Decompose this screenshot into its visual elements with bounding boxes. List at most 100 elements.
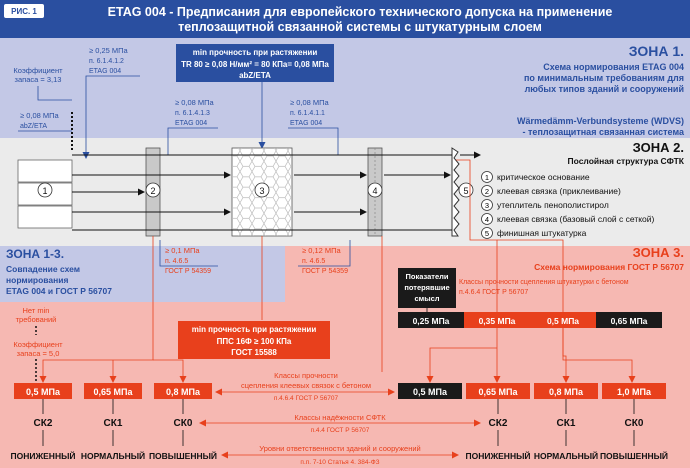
zone3-background-right [285,246,690,306]
legend-circle-2 [481,185,493,197]
etag-box-line2: TR 80 ≥ 0,08 Н/мм² = 80 КПа= 0,08 МПа [181,60,329,69]
legend-circle-1 [481,171,493,183]
coef5-line1: Коэффициент [13,340,63,349]
left-level-2: НОРМАЛЬНЫЙ [81,450,145,461]
right-value-1: 0,5 МПа [413,387,448,397]
zone3-subtitle: Схема нормирования ГОСТ Р 56707 [534,262,684,272]
plaster-red-line-a [456,159,498,312]
right-value-box-1 [398,383,462,399]
zone13-desc-line3: ETAG 004 и ГОСТ Р 56707 [6,286,112,296]
layer5-circle [458,182,474,198]
right-08-line2: п. 6.1.4.1.1 [290,110,325,117]
left-adh-to-val-3 [153,359,187,383]
zone3-title: ЗОНА 3. [633,245,684,260]
zone1-desc-line3: любых типов зданий и сооружений [525,84,684,94]
right-012-line3: ГОСТ Р 54359 [302,268,348,275]
right-level-2: НОРМАЛЬНЫЙ [534,450,598,461]
right-value-box-4 [602,383,666,399]
legend-num-1: 1 [485,173,489,182]
etag-min-strength-box [176,44,334,82]
reliability-line2: п.4.4 ГОСТ Р 56707 [311,427,370,434]
right-class-1: СК2 [489,418,508,429]
responsibility-line1: Уровни ответственности зданий и сооружен… [259,444,420,453]
left-class-2: СК1 [104,418,123,429]
top-025-arrow [82,75,140,159]
layer2-circle [145,182,161,198]
layer1-circle [37,182,53,198]
legend-num-4: 4 [485,215,489,224]
coef5-line2: запаса = 5,0 [17,349,60,358]
wdvs-line1: Wärmedämm-Verbundsysteme (WDVS) [517,116,684,126]
mid-08-line2: п. 6.1.4.1.3 [175,110,210,117]
legend-circle-4 [481,213,493,225]
right-level-1: ПОНИЖЕННЫЙ [465,450,530,461]
indicators-line2: потерявшие [404,283,449,292]
legend-num-2: 2 [485,187,489,196]
plaster-classes-line2: п.4.6.4 ГОСТ Р 56707 [459,289,528,296]
right-value-3: 0,8 МПа [549,387,584,397]
right-level-3: ПОВЫШЕННЫЙ [600,450,668,461]
right-08-leader [288,127,339,155]
right-value-4: 1,0 МПа [617,387,652,397]
right-value-box-2 [466,383,530,399]
legend-text-4: клеевая связка (базовый слой с сеткой) [497,214,655,224]
gost-box-line1: min прочность при растяжении [192,325,317,334]
zone13-desc-line1: Совпадение схем [6,264,80,274]
page-title-line2: теплозащитной связанной системы с штукат… [178,20,542,34]
wdvs-line2: - теплозащитная связанная система [523,127,685,137]
mid-08-line3: ETAG 004 [175,120,207,127]
left-value-1: 0,5 МПа [26,387,61,397]
no-min-line2: требований [16,315,57,324]
etag-box-line3: abZ/ETA [239,71,271,80]
legend-circle-3 [481,199,493,211]
gost-box-line3: ГОСТ 15588 [231,348,277,357]
zone2-legend: 1 критическое основание 2 клеевая связка… [481,171,655,239]
layer1-number: 1 [42,186,47,196]
left-01-line2: п. 4.6.5 [165,258,188,265]
gost-box-line2: ППС 16Ф ≥ 100 КПа [217,337,292,346]
layer1-block-bottom [17,205,73,229]
plaster-value-box-1 [398,312,464,328]
zone13-title: ЗОНА 1-3. [6,247,64,261]
indicators-box [398,268,456,308]
zone1-background [0,38,690,138]
right-class-2: СК1 [557,418,576,429]
plaster-red-line-b [497,239,564,312]
right-012-leader [298,240,351,267]
right-012-line1: ≥ 0,12 МПа [302,246,342,255]
left-value-2: 0,65 МПа [94,387,134,397]
left-values: 0,5 МПа 0,65 МПа 0,8 МПа [14,383,212,399]
zone2-title: ЗОНА 2. [633,140,684,155]
right-08-line3: ETAG 004 [290,120,322,127]
layer4-circle [367,182,383,198]
left-01-line1: ≥ 0,1 МПа [165,246,200,255]
right-values: 0,5 МПа 0,65 МПа 0,8 МПа 1,0 МПа [398,383,666,399]
plaster-to-val-3 [562,328,636,383]
responsibility-line2: п.п. 7-10 Статья 4. 384-ФЗ [300,459,379,466]
top-025-line2: п. 6.1.4.1.2 [89,58,124,65]
mid-08-line1: ≥ 0,08 МПа [175,98,215,107]
left-01-line3: ГОСТ Р 54359 [165,268,211,275]
left-value-box-3 [154,383,212,399]
plaster-value-box-4 [596,312,662,328]
plaster-value-3: 0,5 МПа [547,316,579,326]
layer5-number: 5 [463,186,468,196]
page-title-line1: ETAG 004 - Предписания для европейского … [108,5,613,19]
legend-text-2: клеевая связка (приклеивание) [497,186,621,196]
legend-text-1: критическое основание [497,172,590,182]
zone13-desc-line2: нормирования [6,275,69,285]
left-08-line1: ≥ 0,08 МПа [20,111,60,120]
layer3-number: 3 [259,186,264,196]
layer3-circle [254,182,270,198]
adhesive-classes-line2: сцепления клеевых связок с бетоном [241,381,371,390]
no-min-line1: Нет min [23,306,50,315]
zone1-desc-line1: Схема нормирования ETAG 004 [543,62,684,72]
left-01-leader [159,240,218,267]
plaster-value-box-3 [530,312,596,328]
legend-text-5: финишная штукатурка [497,228,587,238]
right-08-line1: ≥ 0,08 МПа [290,98,330,107]
zone1-title: ЗОНА 1. [629,43,684,59]
layer4-number: 4 [372,186,377,196]
